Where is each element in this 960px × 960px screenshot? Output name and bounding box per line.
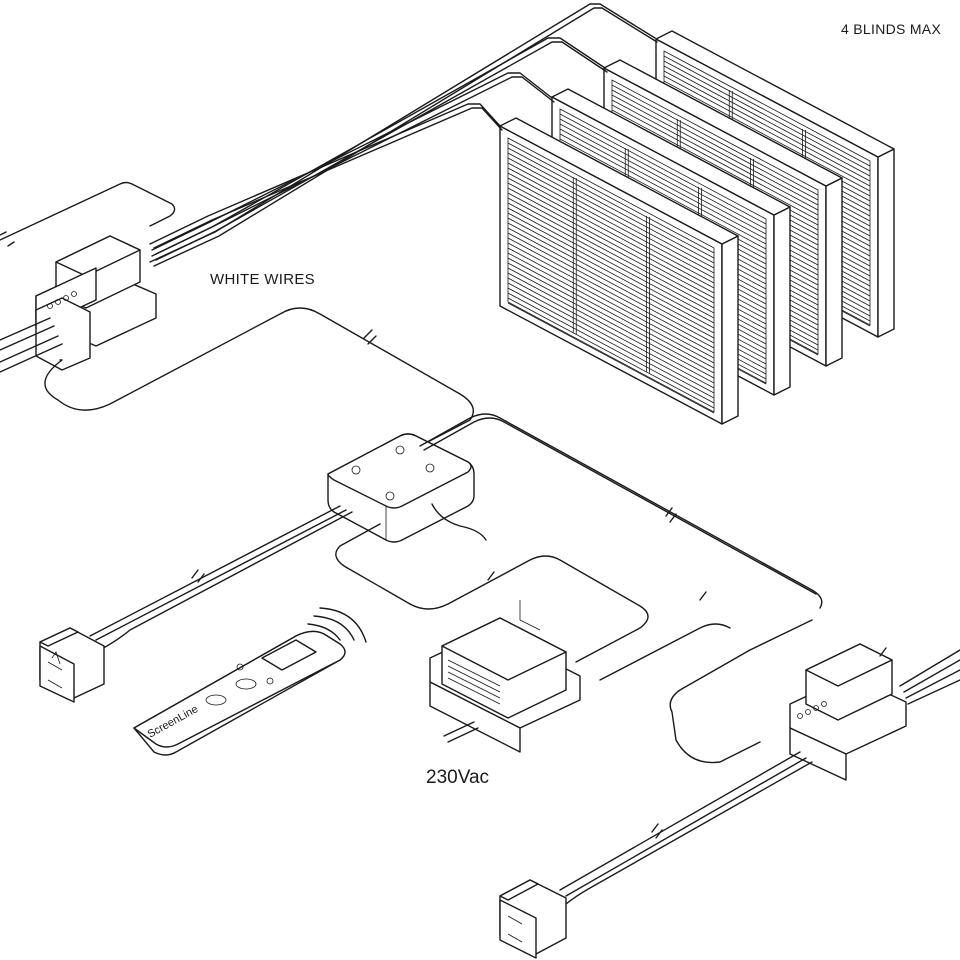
right-long-wire [419,413,823,609]
white-wires-bundle [149,3,658,267]
blinds-stack [499,30,895,425]
keypad-left-wire [89,505,353,651]
din-module-right [669,619,960,781]
keypad-bottom [499,879,567,959]
mains-voltage-label: 230Vac [426,767,490,788]
receiver-box [327,433,487,543]
lower-loop-wire [335,523,649,663]
din-module-left [0,181,176,373]
white-wires-label: WHITE WIRES [210,271,315,288]
keypad-bottom-wire [559,751,813,905]
blind-panel [499,117,739,425]
left-loop-wire [44,307,474,447]
remote-control: ScreenLine [133,607,367,756]
max-blinds-label: 4 BLINDS MAX [841,21,942,37]
keypad-left [39,627,105,703]
power-supply [429,591,731,753]
